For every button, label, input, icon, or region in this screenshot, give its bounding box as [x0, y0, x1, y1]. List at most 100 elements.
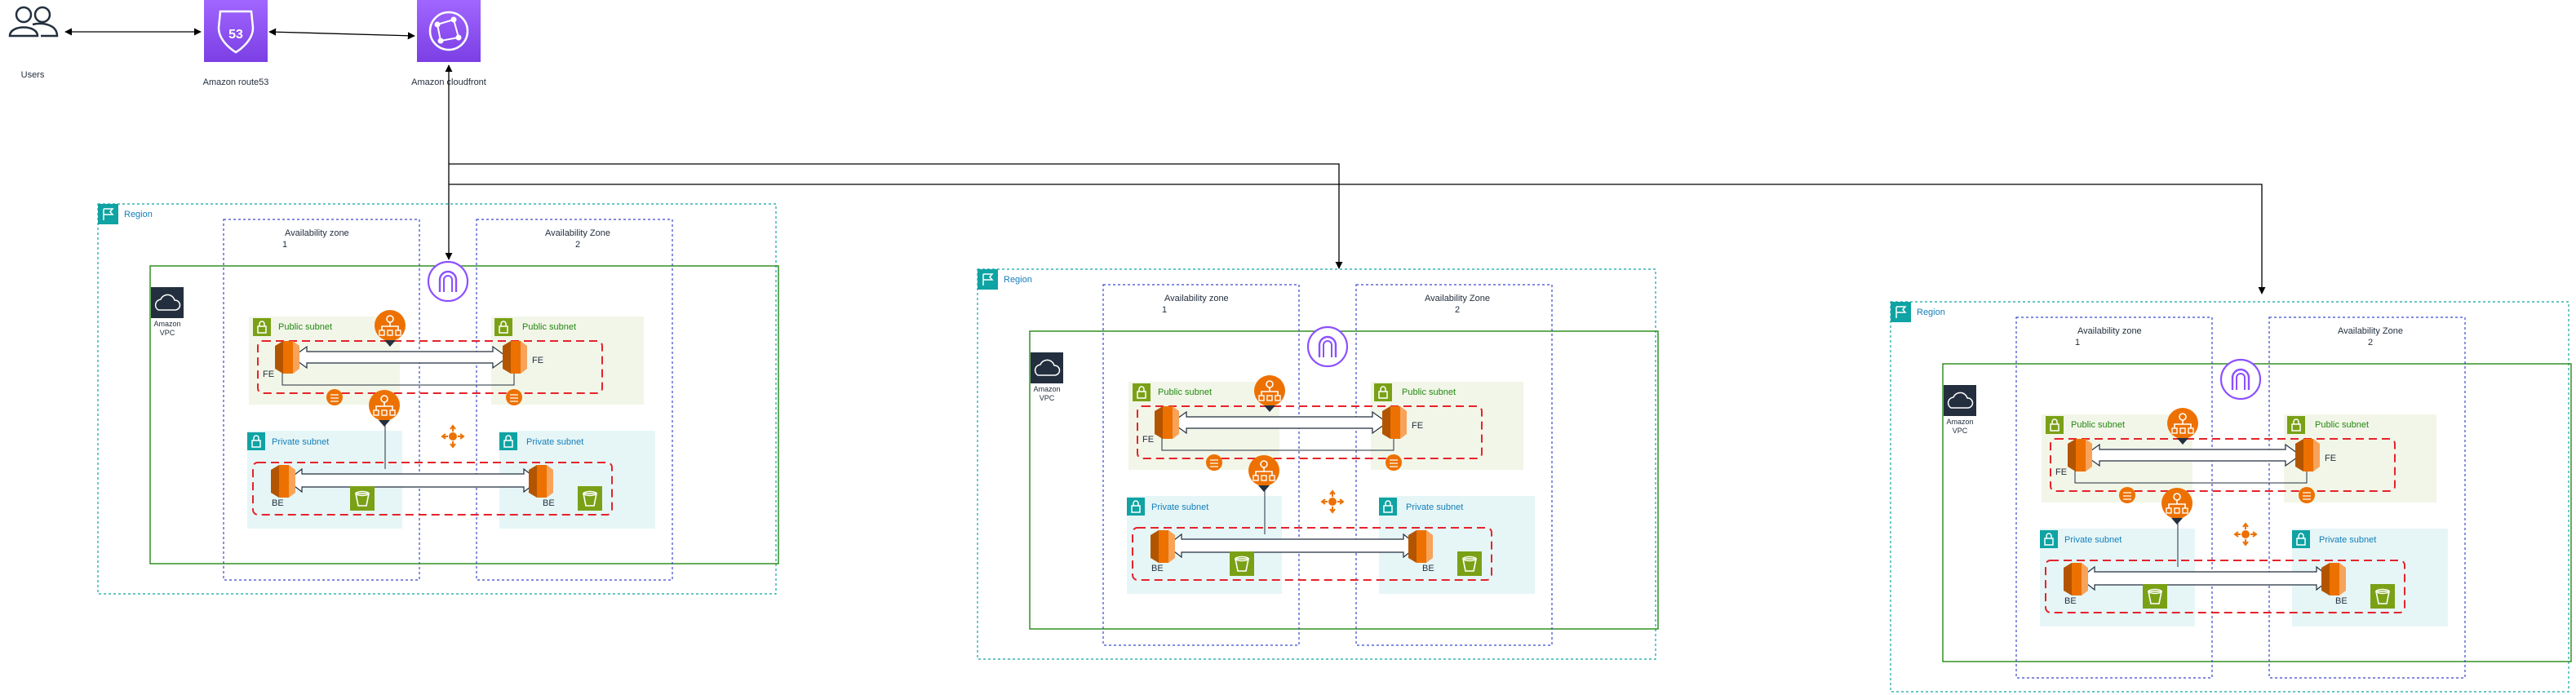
backend-group — [1132, 527, 1492, 581]
private-subnet-label: Private subnet — [1406, 502, 1463, 512]
availability-zone-2 — [2268, 317, 2466, 679]
vpc-icon — [1944, 385, 1976, 416]
az-label: 1 — [1162, 305, 1167, 315]
availability-zone-1 — [223, 219, 420, 581]
route53-node: 53 Amazon route53 — [203, 0, 269, 87]
nat-gateway-icon — [1206, 454, 1222, 471]
vpc-label: VPC — [1040, 394, 1055, 402]
be-label: BE — [543, 498, 555, 508]
ec2-instance-icon — [1151, 530, 1175, 563]
az-label: Availability zone — [1164, 294, 1229, 303]
private-subnet-label: Private subnet — [526, 437, 583, 447]
ec2-instance-icon — [2064, 563, 2088, 595]
lock-icon — [1374, 383, 1392, 401]
top-connectors — [64, 28, 2266, 294]
availability-zone-2 — [1355, 284, 1553, 646]
s3-bucket-icon — [2370, 584, 2395, 609]
be-label: BE — [272, 498, 284, 508]
ec2-instance-icon — [1408, 530, 1433, 563]
be-label: BE — [2335, 596, 2348, 606]
ec2-instance-icon — [275, 341, 299, 374]
ec2-instance-icon — [1155, 406, 1179, 439]
ec2-instance-icon — [2321, 563, 2346, 595]
vpc-label: VPC — [1953, 427, 1968, 435]
load-balancer-icon — [369, 390, 400, 427]
lock-icon — [2287, 416, 2305, 434]
public-subnet-label: Public subnet — [522, 322, 576, 332]
lock-icon — [1127, 498, 1145, 516]
nat-gateway-icon — [1386, 454, 1402, 471]
s3-bucket-icon — [350, 486, 375, 511]
region-boundary — [1890, 301, 2569, 693]
backend-group — [2045, 560, 2405, 613]
private-subnet-label: Private subnet — [272, 437, 329, 447]
svg-text:53: 53 — [228, 28, 243, 42]
users-node: Users — [8, 6, 59, 80]
public-subnet-label: Public subnet — [278, 322, 332, 332]
nat-gateway-icon — [2299, 487, 2315, 503]
lock-icon — [2292, 530, 2310, 548]
backend-group — [252, 462, 613, 516]
load-balancer-icon — [1248, 455, 1279, 492]
lock-icon — [1379, 498, 1397, 516]
load-balancer-icon — [2161, 488, 2192, 525]
be-label: BE — [1151, 564, 1164, 573]
az-label: 2 — [1455, 305, 1460, 315]
route53-label: Amazon route53 — [203, 77, 269, 87]
lock-icon — [494, 318, 512, 336]
users-icon — [8, 6, 59, 38]
vpc-boundary — [149, 265, 779, 564]
s3-bucket-icon — [2143, 584, 2167, 609]
az-label: Availability zone — [285, 228, 349, 238]
lock-icon — [2046, 416, 2064, 434]
nat-gateway-icon — [2119, 487, 2135, 503]
availability-zone-2 — [476, 219, 673, 581]
load-balancer-icon — [375, 310, 406, 347]
private-subnet-label: Private subnet — [2319, 535, 2376, 545]
region-boundary — [97, 203, 777, 595]
lock-icon — [1133, 383, 1151, 401]
public-subnet-label: Public subnet — [2315, 420, 2369, 430]
region-label: Region — [1004, 275, 1032, 285]
vpc-label: VPC — [160, 329, 175, 337]
vpc-label: Amazon — [153, 320, 180, 328]
region-flag-icon — [978, 269, 998, 290]
lock-icon — [247, 432, 265, 450]
lock-icon — [2040, 530, 2058, 548]
availability-zone-1 — [2015, 317, 2213, 679]
az-label: Availability Zone — [1425, 294, 1490, 303]
availability-zone-1 — [1102, 284, 1300, 646]
fe-label: FE — [1412, 421, 1423, 431]
load-balancer-icon — [2167, 408, 2198, 445]
public-subnet-label: Public subnet — [1158, 387, 1212, 397]
internet-gateway-icon — [427, 260, 469, 303]
region-label: Region — [1917, 308, 1945, 317]
public-subnet-label: Public subnet — [2071, 420, 2125, 430]
users-label: Users — [21, 70, 45, 80]
internet-gateway-icon — [1306, 325, 1349, 368]
lock-icon — [253, 318, 271, 336]
lock-icon — [499, 432, 517, 450]
private-subnet-label: Private subnet — [2064, 535, 2122, 545]
s3-bucket-icon — [1457, 551, 1482, 576]
vpc-label: Amazon — [1033, 385, 1060, 393]
fe-label: FE — [2325, 454, 2336, 463]
fe-label: FE — [1142, 435, 1154, 445]
az-label: Availability Zone — [545, 228, 610, 238]
az-label: 1 — [282, 240, 287, 250]
ec2-instance-icon — [1382, 406, 1407, 439]
ec2-instance-icon — [503, 341, 527, 374]
vpc-icon — [151, 287, 184, 318]
vpc-label: Amazon — [1946, 418, 1973, 426]
endpoint-icon — [441, 424, 465, 449]
cloudfront-icon — [417, 0, 481, 62]
az-label: 2 — [575, 240, 580, 250]
region-flag-icon — [1891, 302, 1911, 322]
vpc-boundary — [1029, 330, 1659, 630]
ec2-instance-icon — [271, 465, 295, 498]
region-boundary — [977, 268, 1656, 660]
